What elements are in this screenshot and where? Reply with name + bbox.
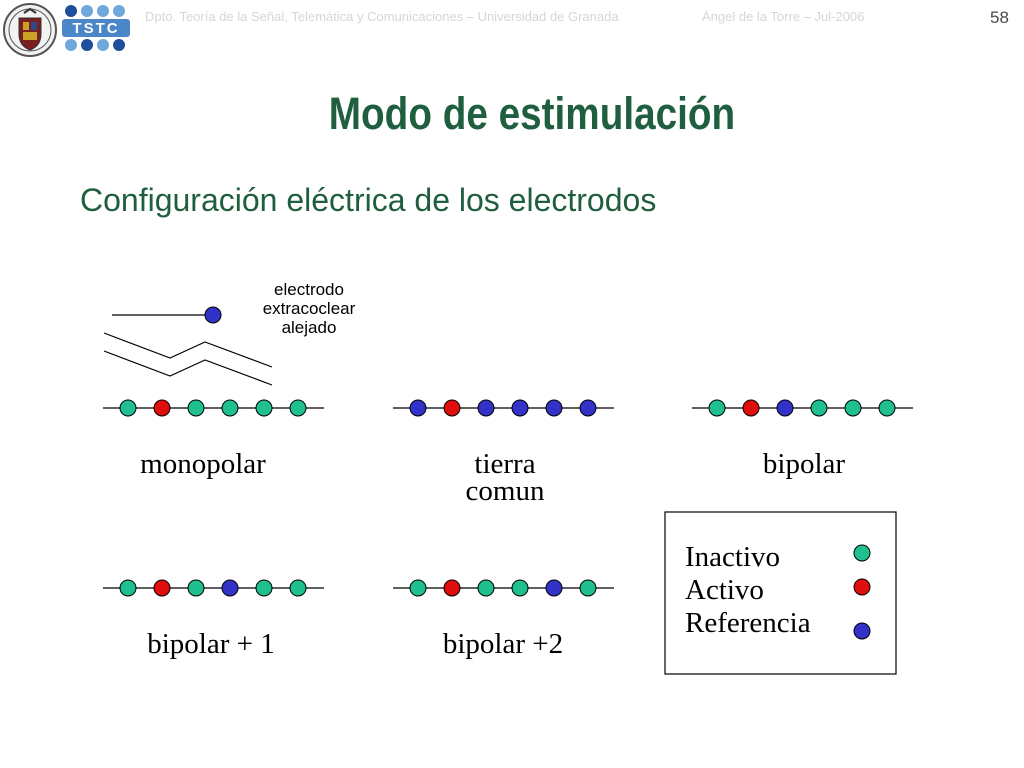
electrode-array: bipolar (692, 399, 913, 480)
extracochlear-label-line2: extracoclear (263, 299, 356, 318)
electrode-inactive (119, 579, 137, 597)
electrode-inactive (255, 399, 273, 417)
configuration-label: bipolar + 1 (147, 628, 275, 660)
tstc-logo-text: TSTC (72, 20, 119, 37)
header-author-date: Ángel de la Torre – Jul-2006 (702, 9, 865, 24)
electrode-inactive (187, 579, 205, 597)
legend-label-reference: Referencia (685, 607, 811, 639)
electrode-active (742, 399, 760, 417)
legend-swatch-active (853, 578, 871, 596)
electrode-inactive (511, 579, 529, 597)
electrode-reference (545, 399, 563, 417)
slide-header: TSTC Dpto. Teoría de la Señal, Telemátic… (0, 0, 1024, 60)
electrode-inactive (810, 399, 828, 417)
configuration-label: bipolar +2 (443, 628, 563, 660)
electrode-inactive (844, 399, 862, 417)
electrode-reference (511, 399, 529, 417)
electrode-array: monopolar (103, 399, 324, 480)
electrode-reference (477, 399, 495, 417)
slide-title: Modo de estimulación (328, 88, 736, 139)
electrode-inactive (708, 399, 726, 417)
electrode-reference (776, 399, 794, 417)
electrode-inactive (409, 579, 427, 597)
page-number: 58 (990, 8, 1009, 27)
extracochlear-label-line1: electrodo (274, 280, 344, 299)
slide-subtitle: Configuración eléctrica de los electrodo… (80, 182, 657, 218)
configuration-label: comun (466, 475, 545, 507)
electrode-inactive (119, 399, 137, 417)
extracochlear-label-line3: alejado (282, 318, 337, 337)
electrode-reference (409, 399, 427, 417)
electrode-inactive (221, 399, 239, 417)
electrode-inactive (187, 399, 205, 417)
electrode-inactive (289, 399, 307, 417)
configuration-label: tierra (474, 448, 535, 480)
legend-swatch-reference (853, 622, 871, 640)
legend-label-active: Activo (685, 574, 764, 606)
configuration-label: monopolar (140, 448, 266, 480)
legend-swatch-inactive (853, 544, 871, 562)
configuration-label: bipolar (763, 448, 845, 480)
university-crest-icon (3, 3, 57, 57)
distance-break-lines (103, 332, 273, 386)
electrode-inactive (255, 579, 273, 597)
header-department: Dpto. Teoría de la Señal, Telemática y C… (145, 9, 619, 24)
extracochlear-electrode: electrodo extracoclear alejado (112, 280, 356, 337)
electrode-reference (545, 579, 563, 597)
electrode-inactive (477, 579, 495, 597)
electrode-reference (579, 399, 597, 417)
electrode-inactive (878, 399, 896, 417)
electrode-reference (221, 579, 239, 597)
electrode-active (443, 399, 461, 417)
legend-label-inactive: Inactivo (685, 541, 780, 573)
electrode-active (153, 399, 171, 417)
electrode-inactive (289, 579, 307, 597)
tstc-logo: TSTC (62, 2, 130, 54)
electrode-active (443, 579, 461, 597)
electrode-array: bipolar + 1 (103, 579, 324, 660)
electrode-active (153, 579, 171, 597)
electrode-array: bipolar +2 (393, 579, 614, 660)
electrode-inactive (579, 579, 597, 597)
